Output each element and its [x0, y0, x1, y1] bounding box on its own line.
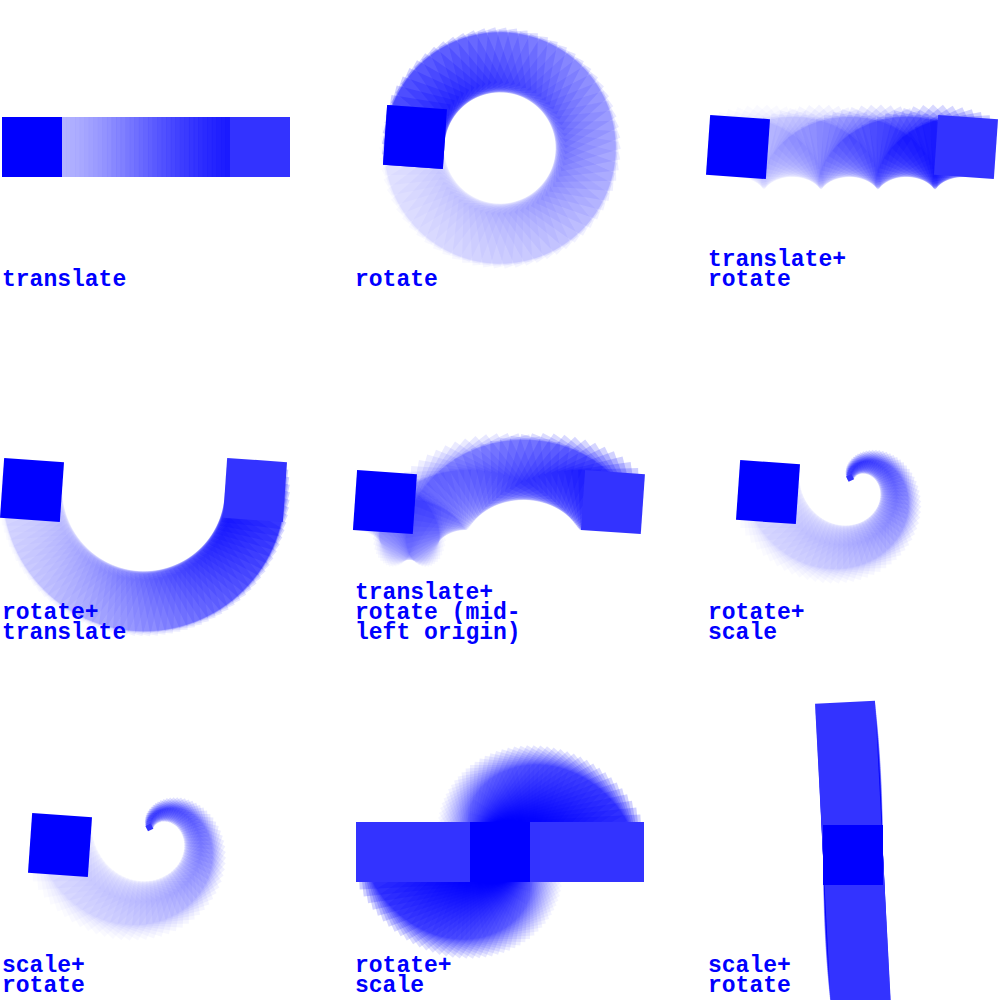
- square-shape: [463, 819, 537, 886]
- square-shape: [383, 105, 447, 169]
- square-shape: [846, 472, 855, 481]
- panel-label: translate+ rotate: [708, 250, 846, 290]
- square-shape: [581, 470, 645, 534]
- scale-rotate-stretch-demo: [815, 701, 891, 1000]
- square-shape: [823, 813, 883, 898]
- square-shape: [467, 820, 534, 883]
- square-shape: [823, 821, 883, 889]
- square-shape: [0, 458, 64, 522]
- square-shape: [823, 815, 883, 896]
- translate-rotate-demo: [706, 105, 998, 190]
- square-shape: [470, 822, 530, 882]
- square-shape: [706, 115, 770, 179]
- square-shape: [460, 817, 540, 887]
- square-shape: [356, 822, 644, 882]
- square-shape: [2, 117, 62, 177]
- panel-label: scale+ rotate: [708, 956, 846, 996]
- square-shape: [823, 823, 883, 887]
- square-shape: [223, 458, 287, 522]
- square-shape: [823, 817, 883, 894]
- square-shape: [823, 825, 883, 885]
- panel-label: translate+ rotate (mid-left origin): [355, 583, 521, 643]
- scale-rotate-demo: [28, 797, 226, 941]
- square-shape: [846, 474, 854, 482]
- rotate-scale-demo: [736, 450, 921, 584]
- square-shape: [736, 460, 800, 524]
- square-shape: [815, 701, 891, 1000]
- square-shape: [28, 813, 92, 877]
- rotate-demo: [379, 27, 621, 268]
- translate-rotate-origin-demo: [353, 433, 645, 567]
- panel-label: translate: [2, 270, 126, 290]
- square-shape: [823, 819, 883, 891]
- panel-label: scale+ rotate: [2, 956, 140, 996]
- square-shape: [383, 105, 447, 169]
- panel-label: rotate: [355, 270, 438, 290]
- square-shape: [145, 823, 153, 831]
- panel-label: rotate+ translate: [2, 603, 140, 643]
- square-shape: [354, 470, 424, 540]
- square-shape: [934, 115, 998, 179]
- rotate-scale-stretch-demo: [356, 745, 644, 959]
- translate-demo: [2, 117, 290, 177]
- square-shape: [357, 815, 644, 890]
- panel-label: rotate+ scale: [708, 603, 846, 643]
- square-shape: [230, 117, 290, 177]
- square-shape: [353, 470, 417, 534]
- panel-label: rotate+ scale: [355, 956, 493, 996]
